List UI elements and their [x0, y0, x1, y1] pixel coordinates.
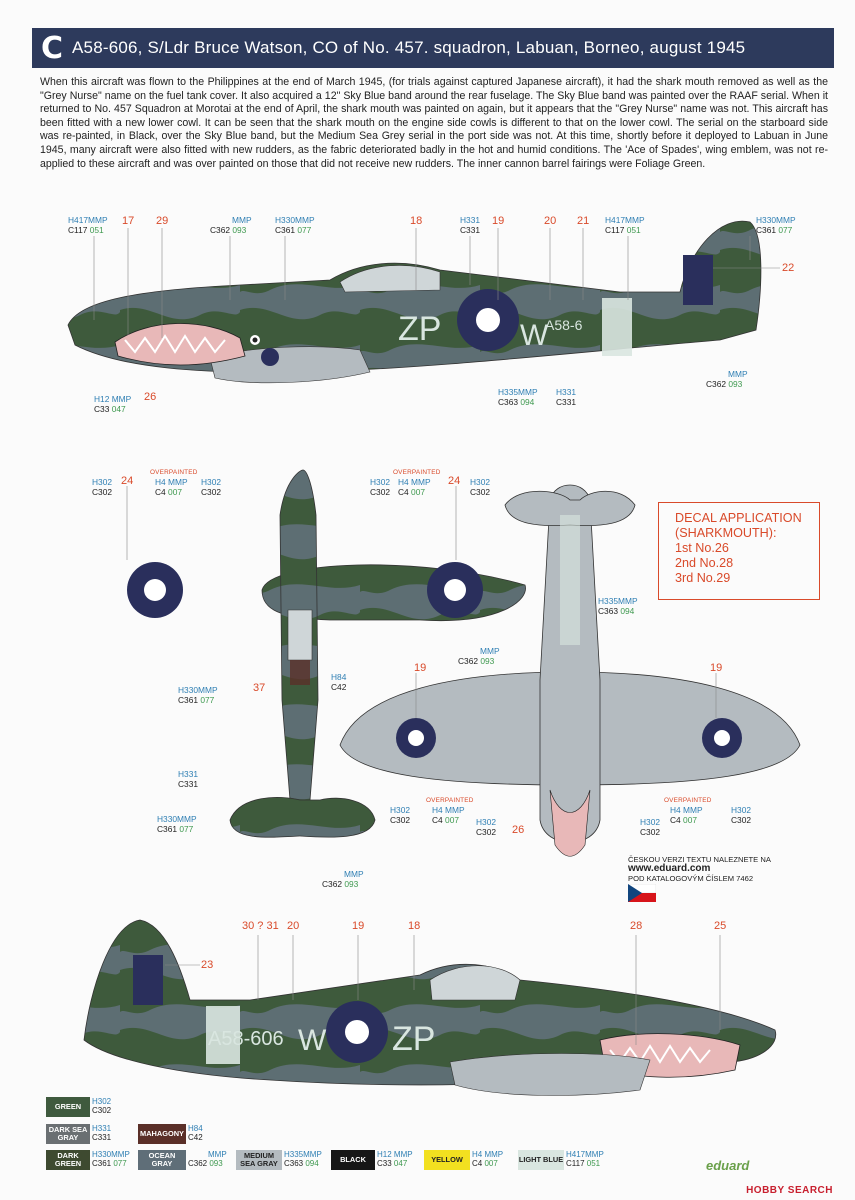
overpainted-label-4: OVERPAINTED [664, 797, 712, 804]
legend-yellow-swatch: YELLOW [424, 1150, 470, 1170]
eduard-logo: eduard [706, 1158, 750, 1173]
code-yellow-top-2: H4 MMP C4 007 [398, 477, 431, 497]
callout-22: 22 [782, 262, 795, 274]
legend-green-swatch: GREEN [46, 1097, 90, 1117]
callout-18b: 18 [408, 920, 421, 932]
legend-medium-sea-gray-code: H335MMP C363 094 [284, 1150, 322, 1169]
code-light-blue-2: H417MMP C117 051 [605, 215, 645, 235]
callout-25: 25 [714, 920, 727, 932]
legend-yellow-code: H4 MMP C4 007 [472, 1150, 504, 1169]
code-yellow-bottom-1: H4 MMP C4 007 [432, 805, 465, 825]
legend-light-blue-swatch: LIGHT BLUE [518, 1150, 564, 1170]
legend-dark-sea-gray-swatch: DARK SEA GRAY [46, 1124, 90, 1144]
code-medium-sea-gray-bottom: H335MMP C363 094 [598, 596, 638, 616]
decal-subtitle: (SHARKMOUTH): [675, 526, 777, 540]
decal-title: DECAL APPLICATION [675, 511, 802, 525]
legend-dark-green-code: H330MMP C361 077 [92, 1150, 130, 1169]
overpainted-label-3: OVERPAINTED [426, 797, 474, 804]
callout-26a: 26 [144, 391, 157, 403]
callout-23: 23 [201, 959, 214, 971]
page-header: C A58-606, S/Ldr Bruce Watson, CO of No.… [32, 28, 834, 68]
code-dark-green-2: H330MMP C361 077 [756, 215, 796, 235]
callout-24a: 24 [121, 475, 134, 487]
code-yellow-bottom-2: H4 MMP C4 007 [670, 805, 703, 825]
code-ocean-gray-1: MMP C362 093 [210, 215, 252, 235]
scheme-description: When this aircraft was flown to the Phil… [40, 76, 828, 170]
scheme-title: A58-606, S/Ldr Bruce Watson, CO of No. 4… [72, 38, 746, 57]
callout-29: 29 [156, 215, 169, 227]
code-dark-green-top: H330MMP C361 077 [178, 685, 218, 705]
side1-serial: A58-6 [545, 317, 583, 333]
callout-21: 21 [577, 215, 590, 227]
top-view [127, 469, 526, 838]
decal-step-1: 1st No.26 [675, 541, 729, 555]
code-medium-sea-gray-1: H335MMP C363 094 [498, 387, 538, 407]
czech-flag-icon [628, 884, 656, 902]
scheme-letter: C [40, 30, 64, 66]
code-ocean-gray-2: MMP C362 093 [706, 369, 748, 389]
callout-20: 20 [544, 215, 557, 227]
legend-black-code: H12 MMP C33 047 [377, 1150, 413, 1169]
czech-note: ČESKOU VERZI TEXTU NALEZNETE NA www.edua… [628, 855, 788, 883]
legend-light-blue-code: H417MMP C117 051 [566, 1150, 604, 1169]
code-black-1: H12 MMP C33 047 [94, 394, 132, 414]
legend-ocean-gray-swatch: OCEAN GRAY [138, 1150, 186, 1170]
callout-37: 37 [253, 682, 266, 694]
side1-aircraft-letter: W [520, 319, 549, 352]
code-yellow-top-1: H4 MMP C4 007 [155, 477, 188, 497]
decal-step-3: 3rd No.29 [675, 571, 731, 585]
decal-step-2: 2nd No.28 [675, 556, 734, 570]
side1-code-letters: ZP [398, 310, 441, 348]
callout-26b: 26 [512, 824, 525, 836]
code-ocean-gray-top: MMP C362 093 [458, 646, 500, 666]
code-dark-green-tail: H330MMP C361 077 [157, 814, 197, 834]
legend-medium-sea-gray-swatch: MEDIUM SEA GRAY [236, 1150, 282, 1170]
callout-19c: 19 [710, 662, 723, 674]
leader-lines [93, 228, 780, 1045]
legend-ocean-gray-code: MMP C362 093 [188, 1150, 227, 1169]
callout-18: 18 [410, 215, 423, 227]
code-light-blue-1: H417MMP C117 051 [68, 215, 108, 235]
callout-24b: 24 [448, 475, 461, 487]
side2-serial: A58-606 [208, 1028, 284, 1050]
legend-black-swatch: BLACK [331, 1150, 375, 1170]
decal-application-box: DECAL APPLICATION (SHARKMOUTH): 1st No.2… [658, 502, 820, 600]
side-view-port [83, 919, 777, 1096]
callout-19: 19 [492, 215, 505, 227]
code-ocean-gray-tail: MMP C362 093 [322, 869, 364, 889]
side-view-starboard [67, 220, 762, 384]
code-dark-green-1: H330MMP C361 077 [275, 215, 315, 235]
legend-dark-green-swatch: DARK GREEN [46, 1150, 90, 1170]
callout-30-31: 30 ? 31 [242, 920, 279, 932]
callout-19b: 19 [414, 662, 427, 674]
callout-17: 17 [122, 215, 135, 227]
bottom-view [339, 484, 801, 857]
overpainted-label-1: OVERPAINTED [150, 469, 198, 476]
side2-aircraft-letter: W [298, 1024, 327, 1057]
eduard-link[interactable]: www.eduard.com [628, 863, 711, 875]
hobby-search-watermark: HOBBY SEARCH [746, 1185, 833, 1196]
legend-mahagony-swatch: MAHAGONY [138, 1124, 186, 1144]
callout-19d: 19 [352, 920, 365, 932]
overpainted-label-2: OVERPAINTED [393, 469, 441, 476]
side2-code-letters: ZP [392, 1020, 435, 1058]
callout-20b: 20 [287, 920, 300, 932]
callout-28: 28 [630, 920, 643, 932]
